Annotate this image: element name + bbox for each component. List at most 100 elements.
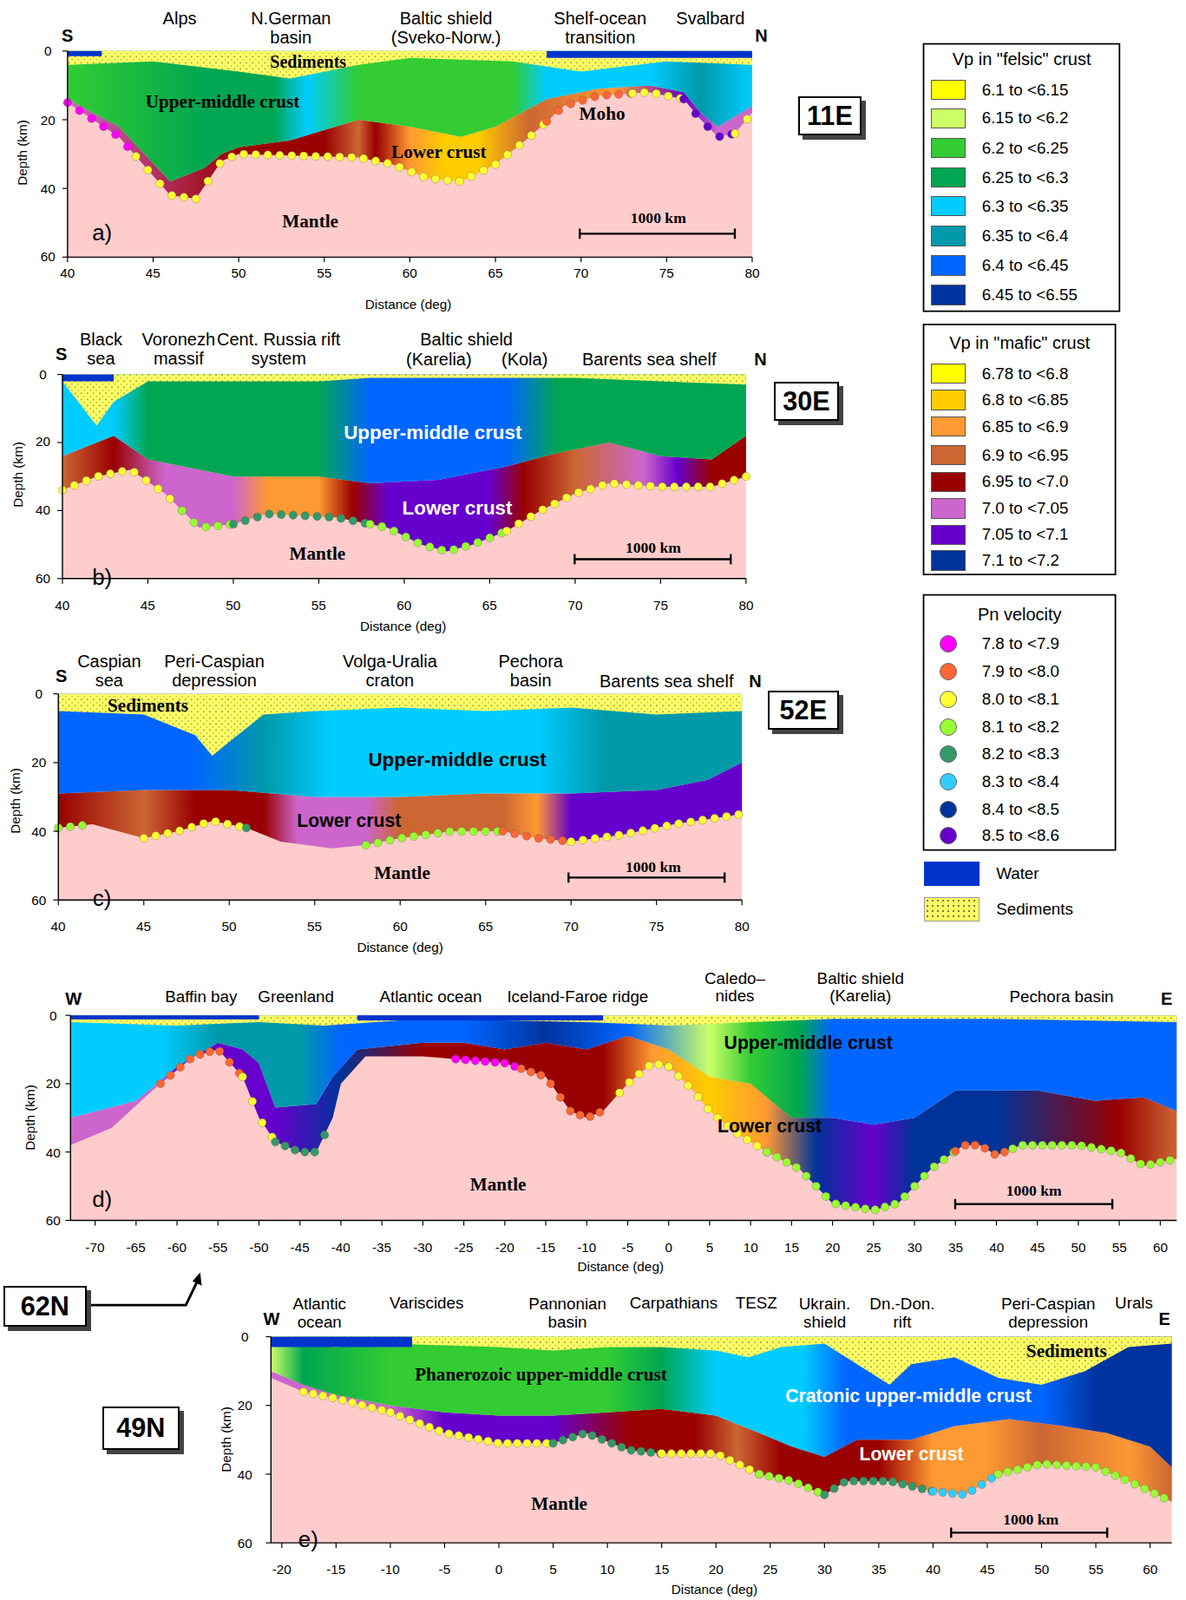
- y-tick: [52, 899, 59, 901]
- sediments: [58, 694, 742, 756]
- pn-dot: [464, 1433, 472, 1442]
- label: S: [55, 344, 67, 364]
- label: 1000 km: [625, 539, 682, 557]
- pn-dot: [652, 89, 661, 98]
- legend-swatch: [923, 897, 981, 922]
- pn-dot: [614, 90, 623, 99]
- pn-dot: [502, 526, 511, 535]
- label: Ukrain. shield: [791, 1295, 859, 1331]
- legend-swatch: [930, 137, 966, 159]
- scale-bar-end: [950, 1527, 952, 1539]
- pn-dot: [849, 1476, 858, 1485]
- label: Distance (deg): [356, 939, 443, 955]
- x-tick: [1036, 1220, 1038, 1226]
- label: Phanerozoic upper-middle crust: [414, 1364, 668, 1385]
- legend-text: 8.0 to <8.1: [982, 690, 1060, 709]
- pn-dot: [658, 482, 667, 491]
- legend-text: Sediments: [995, 900, 1074, 919]
- label: d): [91, 1186, 112, 1212]
- pn-dot: [635, 1069, 643, 1078]
- panel-tag-box: 11E: [798, 96, 862, 136]
- label: Peri-Caspian depression: [152, 651, 276, 690]
- label: -60: [167, 1239, 187, 1255]
- pn-dot: [117, 467, 126, 476]
- pn-dot: [1146, 1159, 1154, 1168]
- pn-dot: [754, 1469, 763, 1478]
- pn-dot: [602, 832, 611, 841]
- label: -65: [126, 1239, 146, 1255]
- scale-bar-end: [729, 554, 732, 565]
- label: Upper-middle crust: [145, 91, 301, 112]
- pn-dot: [667, 1449, 675, 1458]
- label: 55: [311, 597, 327, 613]
- label: Mantle: [288, 543, 346, 564]
- x-tick: [66, 256, 68, 263]
- x-tick: [238, 256, 240, 263]
- pn-dot: [562, 493, 571, 502]
- pn-dot: [664, 1062, 673, 1071]
- pn-dot: [1000, 1147, 1009, 1156]
- y-axis: [70, 1015, 72, 1220]
- x-tick: [135, 1220, 137, 1226]
- label: 50: [230, 266, 246, 282]
- pn-dot: [241, 516, 249, 525]
- pn-dot: [938, 1487, 947, 1496]
- legend-text: 8.2 to <8.3: [982, 745, 1060, 764]
- legend-text: 6.25 to <6.3: [982, 168, 1069, 187]
- pn-dot: [628, 89, 636, 98]
- y-tick: [62, 256, 68, 258]
- pn-dot: [313, 511, 322, 520]
- water: [357, 1015, 603, 1021]
- label: 75: [659, 266, 675, 282]
- pn-dot: [1097, 1145, 1106, 1154]
- pn-dot: [1057, 1140, 1066, 1149]
- pn-dot: [473, 1434, 482, 1443]
- x-tick: [668, 1220, 669, 1226]
- x-tick: [381, 1220, 383, 1226]
- scale-bar-end: [1106, 1527, 1108, 1539]
- pn-dot: [1091, 1462, 1100, 1471]
- pn-dot: [491, 1058, 499, 1067]
- pn-dot: [1166, 1155, 1174, 1164]
- label: Variscides: [389, 1294, 464, 1313]
- pn-dot: [650, 824, 659, 833]
- pn-dot: [389, 526, 398, 535]
- legend-text: 7.9 to <8.0: [982, 662, 1060, 682]
- label: 40: [54, 597, 70, 613]
- x-tick: [323, 256, 325, 263]
- label: N: [748, 671, 761, 691]
- label: 50: [225, 597, 241, 613]
- pn-dot: [130, 467, 138, 476]
- pn-dot: [598, 481, 607, 490]
- pointer-line: [87, 1281, 197, 1305]
- pn-dot: [299, 1387, 308, 1396]
- label: (Karelia): [406, 349, 472, 369]
- x-tick: [832, 1220, 833, 1226]
- label: Pn velocity: [977, 604, 1062, 624]
- label: 20: [237, 1398, 253, 1414]
- pn-dot: [636, 1447, 645, 1455]
- scale-bar-end: [733, 228, 736, 239]
- pn-dot: [401, 532, 410, 541]
- label: -5: [622, 1239, 635, 1255]
- pn-dot: [556, 1093, 564, 1101]
- x-tick: [152, 256, 154, 263]
- pn-dot: [743, 1135, 752, 1144]
- pn-dot: [348, 516, 357, 525]
- pn-dot: [299, 151, 308, 160]
- label: N: [754, 26, 767, 46]
- pn-dot: [578, 835, 587, 844]
- x-tick: [484, 899, 486, 905]
- cross-section: [52, 694, 743, 905]
- label: 0: [495, 1562, 504, 1578]
- label: 65: [478, 919, 493, 935]
- pn-dot: [383, 159, 392, 168]
- pn-dot: [1068, 1140, 1076, 1149]
- label: 45: [145, 266, 161, 282]
- pn-dot: [196, 1050, 204, 1059]
- legend-swatch: [930, 196, 966, 217]
- mantle-region: [70, 1015, 1177, 1220]
- label: -5: [439, 1562, 452, 1578]
- label: -50: [248, 1239, 269, 1255]
